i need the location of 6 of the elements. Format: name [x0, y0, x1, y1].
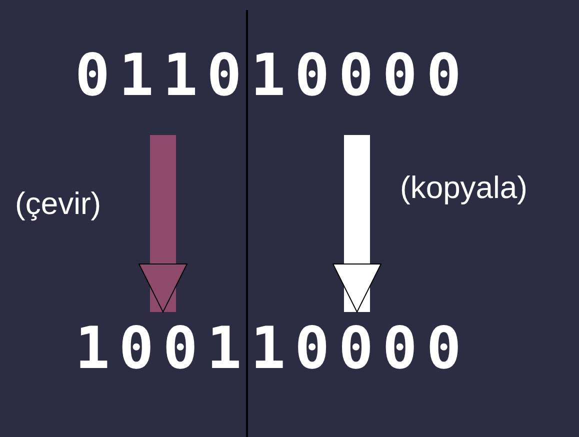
edge-label: (kopyala) — [400, 170, 528, 206]
edge-label: (çevir) — [15, 186, 102, 222]
arrow — [332, 135, 382, 312]
binary-number: 011010000 — [75, 45, 470, 105]
arrow — [138, 135, 188, 312]
binary-number: 100110000 — [75, 318, 470, 378]
